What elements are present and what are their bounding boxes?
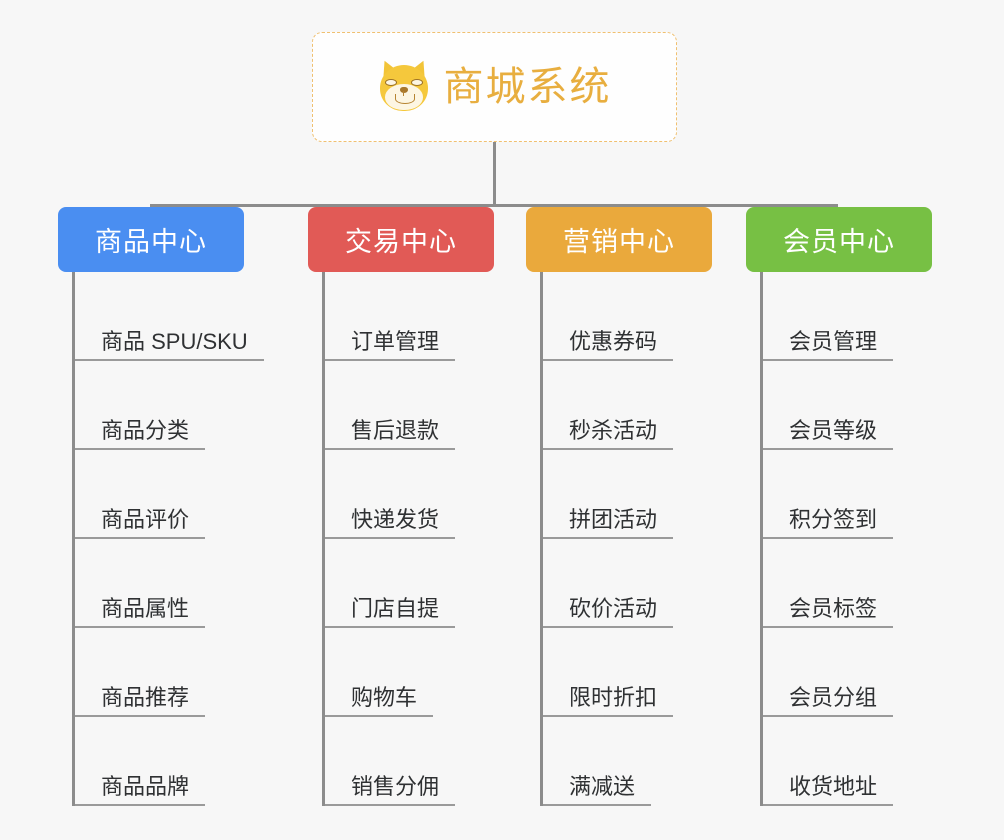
category-column-marketing: 营销中心 优惠券码 秒杀活动 拼团活动 砍价活动 限时折扣 满减送: [526, 207, 712, 806]
leaf-item[interactable]: 商品评价: [58, 450, 244, 539]
leaf-item-label: 积分签到: [763, 507, 894, 539]
leaf-item-label: 会员等级: [763, 418, 894, 450]
root-node[interactable]: 商城系统: [312, 32, 677, 142]
leaf-item[interactable]: 优惠券码: [526, 272, 712, 361]
leaf-item-label: 拼团活动: [543, 507, 674, 539]
leaf-item[interactable]: 商品品牌: [58, 717, 244, 806]
leaf-item[interactable]: 会员标签: [746, 539, 932, 628]
leaf-item[interactable]: 门店自提: [308, 539, 494, 628]
category-header-label: 会员中心: [783, 227, 895, 257]
leaf-spine: [322, 272, 325, 806]
leaf-item-label: 限时折扣: [543, 685, 674, 717]
leaf-item[interactable]: 订单管理: [308, 272, 494, 361]
leaf-spine: [540, 272, 543, 806]
connector-horizontal-bar: [150, 204, 838, 207]
root-title: 商城系统: [443, 65, 612, 109]
category-header-product[interactable]: 商品中心: [58, 207, 244, 272]
leaf-item-label: 销售分佣: [325, 774, 456, 806]
leaf-item[interactable]: 会员管理: [746, 272, 932, 361]
category-column-trade: 交易中心 订单管理 售后退款 快递发货 门店自提 购物车 销售分佣: [308, 207, 494, 806]
leaf-item[interactable]: 满减送: [526, 717, 712, 806]
shiba-dog-face-icon: [375, 57, 432, 113]
leaf-item-label: 满减送: [543, 774, 652, 806]
category-column-member: 会员中心 会员管理 会员等级 积分签到 会员标签 会员分组 收货地址: [746, 207, 932, 806]
category-header-member[interactable]: 会员中心: [746, 207, 932, 272]
leaf-item[interactable]: 商品 SPU/SKU: [58, 272, 264, 361]
category-header-trade[interactable]: 交易中心: [308, 207, 494, 272]
leaf-item-label: 会员分组: [763, 685, 894, 717]
leaf-item-label: 售后退款: [325, 418, 456, 450]
leaf-item[interactable]: 商品推荐: [58, 628, 244, 717]
leaf-item-label: 商品 SPU/SKU: [75, 329, 264, 361]
leaf-item-label: 商品分类: [75, 418, 206, 450]
leaf-item[interactable]: 快递发货: [308, 450, 494, 539]
leaf-item-label: 订单管理: [325, 329, 456, 361]
leaf-item-label: 商品评价: [75, 507, 206, 539]
leaf-spine: [72, 272, 75, 806]
leaf-item[interactable]: 砍价活动: [526, 539, 712, 628]
leaf-item[interactable]: 收货地址: [746, 717, 932, 806]
leaf-item[interactable]: 拼团活动: [526, 450, 712, 539]
leaf-item-label: 商品推荐: [75, 685, 206, 717]
leaf-item[interactable]: 购物车: [308, 628, 494, 717]
leaf-item[interactable]: 售后退款: [308, 361, 494, 450]
category-header-label: 营销中心: [563, 227, 675, 257]
category-column-product: 商品中心 商品 SPU/SKU 商品分类 商品评价 商品属性 商品推荐 商品品牌: [58, 207, 264, 806]
leaf-list-marketing: 优惠券码 秒杀活动 拼团活动 砍价活动 限时折扣 满减送: [526, 272, 712, 806]
leaf-item[interactable]: 商品属性: [58, 539, 244, 628]
leaf-item[interactable]: 限时折扣: [526, 628, 712, 717]
leaf-item-label: 商品品牌: [75, 774, 206, 806]
leaf-item[interactable]: 销售分佣: [308, 717, 494, 806]
leaf-item[interactable]: 会员分组: [746, 628, 932, 717]
connector-root-stem: [493, 142, 496, 206]
leaf-item[interactable]: 会员等级: [746, 361, 932, 450]
leaf-spine: [760, 272, 763, 806]
leaf-item[interactable]: 商品分类: [58, 361, 244, 450]
leaf-item[interactable]: 积分签到: [746, 450, 932, 539]
leaf-item-label: 砍价活动: [543, 596, 674, 628]
leaf-item-label: 门店自提: [325, 596, 456, 628]
leaf-item-label: 会员标签: [763, 596, 894, 628]
leaf-item-label: 秒杀活动: [543, 418, 674, 450]
leaf-list-product: 商品 SPU/SKU 商品分类 商品评价 商品属性 商品推荐 商品品牌: [58, 272, 264, 806]
leaf-item-label: 商品属性: [75, 596, 206, 628]
leaf-item-label: 会员管理: [763, 329, 894, 361]
category-header-label: 交易中心: [345, 227, 457, 257]
leaf-list-trade: 订单管理 售后退款 快递发货 门店自提 购物车 销售分佣: [308, 272, 494, 806]
category-header-marketing[interactable]: 营销中心: [526, 207, 712, 272]
leaf-item-label: 优惠券码: [543, 329, 674, 361]
leaf-item-label: 购物车: [325, 685, 434, 717]
leaf-list-member: 会员管理 会员等级 积分签到 会员标签 会员分组 收货地址: [746, 272, 932, 806]
leaf-item[interactable]: 秒杀活动: [526, 361, 712, 450]
category-header-label: 商品中心: [95, 227, 207, 257]
leaf-item-label: 收货地址: [763, 774, 894, 806]
leaf-item-label: 快递发货: [325, 507, 456, 539]
